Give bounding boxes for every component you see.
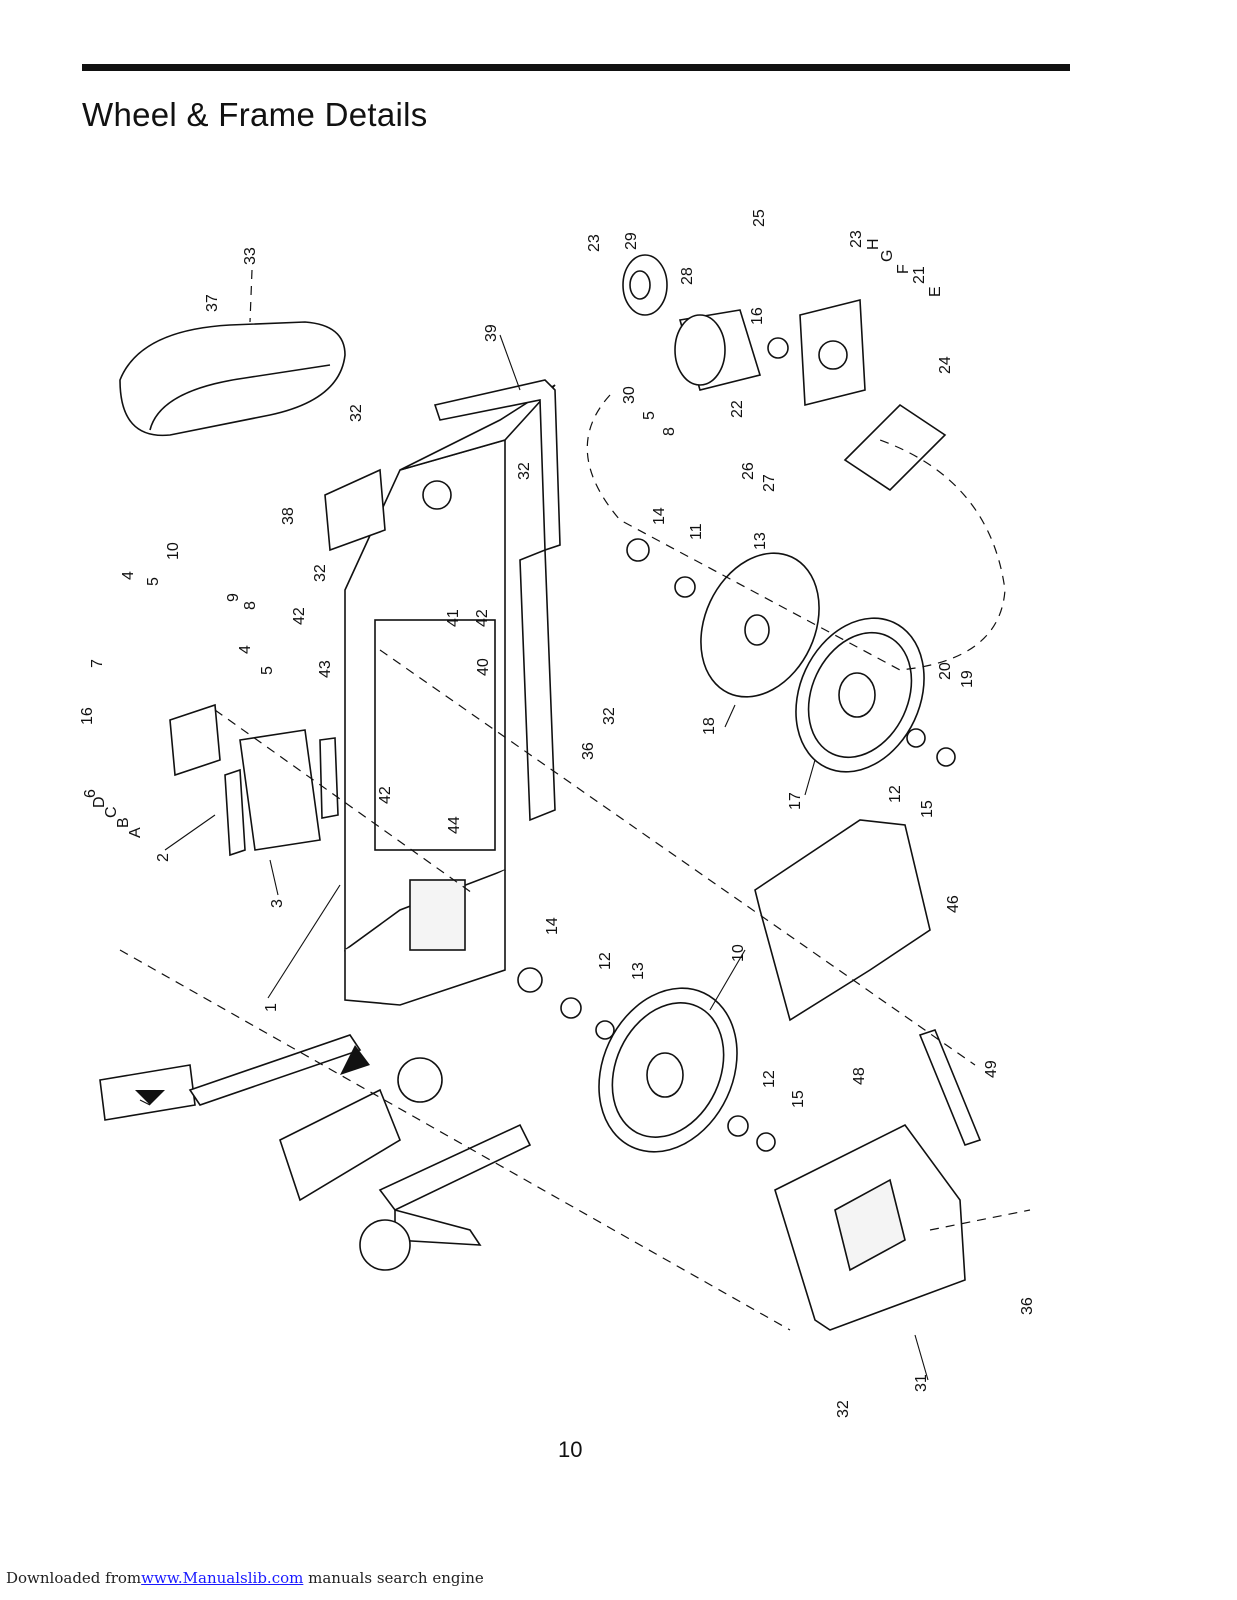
callout-49: 49: [983, 1060, 1000, 1078]
callout-43: 42: [291, 607, 308, 625]
callout-A: A: [127, 827, 144, 838]
part-side-rail: [519, 548, 556, 822]
callout-13b: 13: [630, 962, 647, 980]
callout-B: B: [115, 817, 132, 828]
part-upper-wheel: [700, 552, 820, 698]
top-rule: [82, 64, 1070, 71]
page-title: Wheel & Frame Details: [82, 96, 428, 133]
part-wheel-17: [795, 617, 925, 773]
footer-prefix: Downloaded from: [6, 1569, 142, 1587]
callout-labels: 33 37 32 38 39 32 32 42 43 41 42 40 42 4…: [79, 209, 1036, 1418]
callout-F: F: [895, 264, 912, 274]
part-upper-bracket: [433, 379, 561, 552]
part-blade-guard: [754, 819, 931, 1022]
callout-17: 17: [787, 792, 804, 810]
callout-30: 30: [621, 386, 638, 404]
callout-33b: 36: [1019, 1297, 1036, 1315]
callout-8: 8: [242, 601, 259, 610]
belt-paths: [119, 269, 1031, 1331]
callout-19: 19: [959, 670, 976, 688]
callout-5a: 5: [145, 577, 162, 586]
callout-21: 21: [911, 266, 928, 284]
part-mount-plate: [843, 403, 947, 492]
callout-36: 36: [580, 742, 597, 760]
callout-5b: 5: [259, 666, 276, 675]
callout-18: 18: [701, 717, 718, 735]
part-lower-wheel: [598, 987, 738, 1153]
callout-32a: 32: [348, 404, 365, 422]
callout-41: 41: [445, 609, 462, 627]
callout-33a: 33: [242, 247, 259, 265]
callout-16a: 16: [79, 707, 96, 725]
callout-24: 24: [937, 356, 954, 374]
callout-32d: 32: [601, 707, 618, 725]
inset-saw-illustration: [99, 1034, 532, 1271]
callout-20: 20: [937, 662, 954, 680]
callout-7: 7: [89, 659, 106, 668]
leader-lines: [164, 334, 929, 1381]
callout-29: 29: [623, 232, 640, 250]
callout-16b: 16: [749, 307, 766, 325]
callout-G: G: [879, 250, 896, 262]
callout-32c: 32: [312, 564, 329, 582]
callout-45: 44: [446, 816, 463, 834]
callout-32e: 32: [835, 1400, 852, 1418]
part-table-bracket: [169, 703, 339, 857]
callout-14a: 14: [651, 507, 668, 525]
callout-H: H: [865, 238, 882, 250]
callout-3: 3: [269, 899, 286, 908]
exploded-parts-diagram: 33 37 32 38 39 32 32 42 43 41 42 40 42 4…: [79, 209, 1036, 1418]
callout-32b: 32: [516, 462, 533, 480]
part-bracket-38: [324, 468, 386, 552]
page-number: 10: [558, 1437, 583, 1462]
callout-44: 43: [317, 660, 334, 678]
callout-28: 28: [679, 267, 696, 285]
callout-12d: 12: [761, 1070, 778, 1088]
callout-11: 10: [730, 944, 747, 962]
footer-link[interactable]: www.Manualslib.com: [141, 1569, 304, 1587]
callout-6: 6: [82, 789, 99, 798]
callout-15b: 15: [790, 1090, 807, 1108]
callout-15a: 15: [919, 800, 936, 818]
callout-E: E: [927, 286, 944, 297]
callout-12b: 12: [887, 785, 904, 803]
callout-8b: 8: [661, 427, 678, 436]
callout-4b: 4: [237, 645, 254, 654]
callout-12c: 12: [597, 952, 614, 970]
callout-13a: 13: [752, 532, 769, 550]
callout-2: 2: [155, 853, 172, 862]
part-cover: [119, 321, 346, 437]
callout-25: 25: [751, 209, 768, 227]
callout-10: 10: [165, 542, 182, 560]
callout-D: D: [91, 796, 108, 808]
callout-42a: 42: [474, 609, 491, 627]
callout-38: 38: [280, 507, 297, 525]
part-motor-assembly: [622, 254, 866, 407]
callout-31: 31: [913, 1374, 930, 1392]
footer-suffix: manuals search engine: [308, 1569, 484, 1587]
callout-40: 40: [475, 658, 492, 676]
part-strip-49: [918, 1029, 982, 1146]
callout-12a: 11: [688, 523, 705, 540]
callout-22: 22: [729, 400, 746, 418]
part-lower-guard: [774, 1123, 966, 1331]
callout-23b: 23: [848, 230, 865, 248]
callout-5c: 5: [641, 411, 658, 420]
part-hardware: [517, 538, 956, 1152]
callout-46: 46: [945, 895, 962, 913]
callout-C: C: [103, 806, 120, 818]
footer: Downloaded fromwww.Manualslib.com manual…: [6, 1569, 484, 1587]
callout-9: 9: [225, 593, 242, 602]
callout-42b: 42: [377, 786, 394, 804]
callout-1: 1: [263, 1003, 280, 1012]
callout-39: 39: [483, 324, 500, 342]
callout-48: 48: [851, 1067, 868, 1085]
part-main-frame: [344, 384, 556, 1006]
callout-37: 37: [204, 294, 221, 312]
callout-14b: 14: [544, 917, 561, 935]
callout-27: 27: [761, 474, 778, 492]
callout-26: 26: [740, 462, 757, 480]
callout-4a: 4: [120, 571, 137, 580]
callout-23a: 23: [586, 234, 603, 252]
